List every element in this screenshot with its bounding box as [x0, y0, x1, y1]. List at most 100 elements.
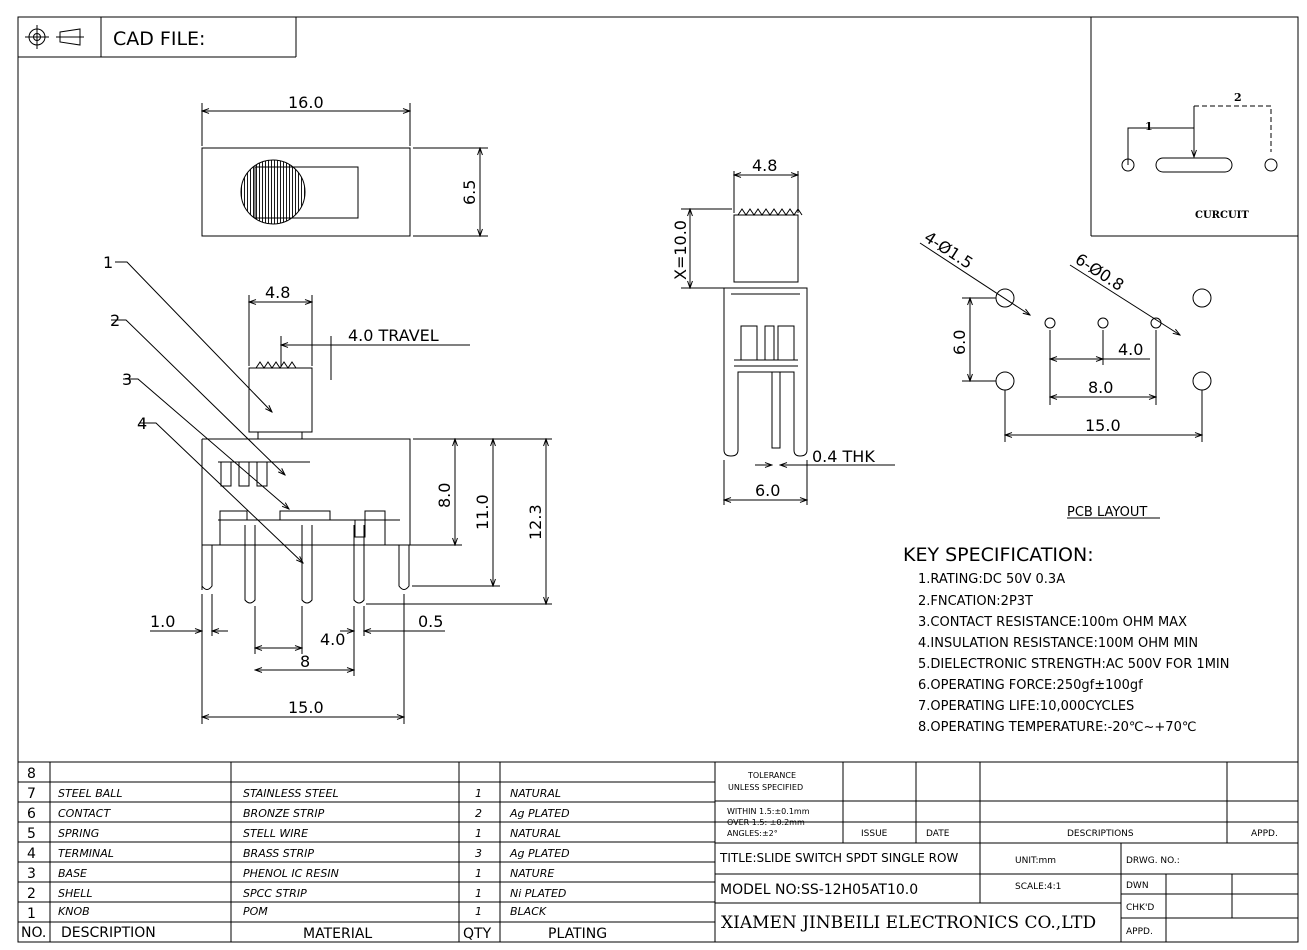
top-height-dim: 6.5: [460, 180, 479, 205]
bom-description: SHELL: [58, 887, 92, 900]
pcb-hole-big-label: 4-Ø1.5: [921, 227, 977, 272]
bom-plating: NATURE: [510, 867, 554, 880]
key-spec-item: 8.OPERATING TEMPERATURE:-20℃~+70℃: [918, 720, 1196, 735]
bom-qty: 1: [475, 827, 482, 840]
end-x-dim: X=10.0: [671, 220, 690, 280]
tolerance-line: WITHIN 1.5:±0.1mm: [727, 807, 810, 816]
drawing-no-label: DRWG. NO.:: [1126, 856, 1180, 866]
key-spec-list: 1.RATING:DC 50V 0.3A 2.FNCATION:2P3T 3.C…: [918, 572, 1229, 735]
bom-plating: NATURAL: [510, 827, 561, 840]
tolerance-sub: UNLESS SPECIFIED: [728, 783, 803, 792]
bom-no: 7: [27, 786, 36, 802]
bom-header-material: MATERIAL: [303, 926, 372, 942]
callout-3: 3: [122, 370, 132, 389]
bom-material: PHENOL IC RESIN: [243, 867, 339, 880]
side-view: [111, 262, 552, 724]
bom-material: STAINLESS STEEL: [243, 787, 339, 800]
pcb-layout-title: PCB LAYOUT: [1067, 505, 1147, 520]
end-base-dim: 6.0: [755, 481, 780, 500]
bom-qty: 1: [475, 867, 482, 880]
bom-plating: BLACK: [510, 905, 547, 918]
knob-width-dim: 4.8: [265, 283, 290, 302]
bom-no: 5: [27, 826, 36, 842]
bom-row: 3 BASE PHENOL IC RESIN 1 NATURE: [27, 866, 554, 882]
bom-material: BRONZE STRIP: [243, 807, 325, 820]
bom-row: 4 TERMINAL BRASS STRIP 3 Ag PLATED: [27, 846, 570, 862]
bom-row: 5 SPRING STELL WIRE 1 NATURAL: [27, 826, 561, 842]
pcb-dim-6: 6.0: [950, 330, 969, 355]
bom-header-description: DESCRIPTION: [61, 925, 156, 941]
bom-no: 1: [27, 906, 36, 922]
height-11-dim: 11.0: [473, 494, 492, 530]
unit-label: UNIT:mm: [1015, 856, 1056, 866]
appd-label: APPD.: [1126, 927, 1153, 937]
key-spec-item: 7.OPERATING LIFE:10,000CYCLES: [918, 699, 1134, 714]
model-number: MODEL NO:SS-12H05AT10.0: [720, 882, 918, 898]
chkd-label: CHK'D: [1126, 903, 1154, 913]
pcb-dim-15: 15.0: [1085, 416, 1121, 435]
end-view: [681, 171, 895, 505]
bom-plating: Ag PLATED: [509, 807, 570, 820]
pcb-dim-4: 4.0: [1118, 340, 1143, 359]
pin-width-dim: 1.0: [150, 612, 175, 631]
bom-no: 2: [27, 886, 36, 902]
bom-qty: 1: [475, 787, 482, 800]
drawing-frame: [18, 17, 1298, 942]
height-8-dim: 8.0: [435, 483, 454, 508]
pcb-hole-small-label: 6-Ø0.8: [1072, 249, 1128, 294]
callout-2: 2: [110, 311, 120, 330]
bom-qty: 3: [475, 847, 482, 860]
bom-row: 2 SHELL SPCC STRIP 1 Ni PLATED: [27, 886, 566, 902]
bom-no: 4: [27, 846, 36, 862]
scale-label: SCALE:4:1: [1015, 882, 1061, 892]
descriptions-header: DESCRIPTIONS: [1067, 829, 1134, 839]
company-name: XIAMEN JINBEILI ELECTRONICS CO.,LTD: [721, 913, 1096, 933]
end-knob-dim: 4.8: [752, 156, 777, 175]
bom-description: KNOB: [58, 905, 90, 918]
key-spec-item: 1.RATING:DC 50V 0.3A: [918, 572, 1065, 587]
bom-qty: 2: [475, 807, 482, 820]
bom-header-qty: QTY: [463, 926, 492, 942]
cad-file-label: CAD FILE:: [113, 28, 205, 50]
bom-description: CONTACT: [58, 807, 111, 820]
callout-1: 1: [103, 253, 113, 272]
bom-qty: 1: [475, 905, 482, 918]
bom-no: 8: [27, 766, 36, 782]
bom-table: 8 7 STEEL BALL STAINLESS STEEL 1 NATURAL…: [21, 766, 607, 942]
bom-material: POM: [243, 905, 268, 918]
bom-plating: Ni PLATED: [510, 887, 566, 900]
callout-4: 4: [137, 414, 147, 433]
key-spec-item: 4.INSULATION RESISTANCE:100M OHM MIN: [918, 636, 1198, 651]
title-block: TOLERANCE UNLESS SPECIFIED WITHIN 1.5:±0…: [719, 771, 1278, 937]
bom-header-plating: PLATING: [548, 926, 607, 942]
circuit-pin1-label: 1: [1145, 120, 1153, 133]
bom-description: STEEL BALL: [58, 787, 123, 800]
end-thk-dim: 0.4 THK: [812, 447, 875, 466]
circuit-pin2-label: 2: [1234, 91, 1242, 104]
key-spec-title: KEY SPECIFICATION:: [903, 544, 1094, 566]
bom-description: SPRING: [58, 827, 99, 840]
key-spec-item: 6.OPERATING FORCE:250gf±100gf: [918, 678, 1143, 693]
bom-material: STELL WIRE: [243, 827, 308, 840]
bom-row: 6 CONTACT BRONZE STRIP 2 Ag PLATED: [27, 806, 570, 822]
travel-dim: 4.0 TRAVEL: [348, 326, 439, 345]
key-spec-item: 5.DIELECTRONIC STRENGTH:AC 500V FOR 1MIN: [918, 657, 1229, 672]
bom-no: 6: [27, 806, 36, 822]
bom-row: 7 STEEL BALL STAINLESS STEEL 1 NATURAL: [27, 786, 561, 802]
bom-plating: Ag PLATED: [509, 847, 570, 860]
pin-thk-dim: 0.5: [418, 612, 443, 631]
tolerance-title: TOLERANCE: [747, 771, 796, 780]
bom-row: 1 KNOB POM 1 BLACK: [27, 905, 547, 922]
pcb-layout: [920, 243, 1211, 518]
header-box: [18, 17, 296, 57]
pitch-8-dim: 8: [300, 652, 310, 671]
bom-description: BASE: [58, 867, 87, 880]
date-header: DATE: [926, 829, 950, 839]
pcb-dim-8: 8.0: [1088, 378, 1113, 397]
height-12-dim: 12.3: [526, 504, 545, 540]
circuit-box: [1091, 17, 1298, 236]
bom-row: 8: [27, 766, 36, 782]
issue-header: ISSUE: [861, 829, 888, 839]
key-spec-item: 3.CONTACT RESISTANCE:100m OHM MAX: [918, 615, 1187, 630]
